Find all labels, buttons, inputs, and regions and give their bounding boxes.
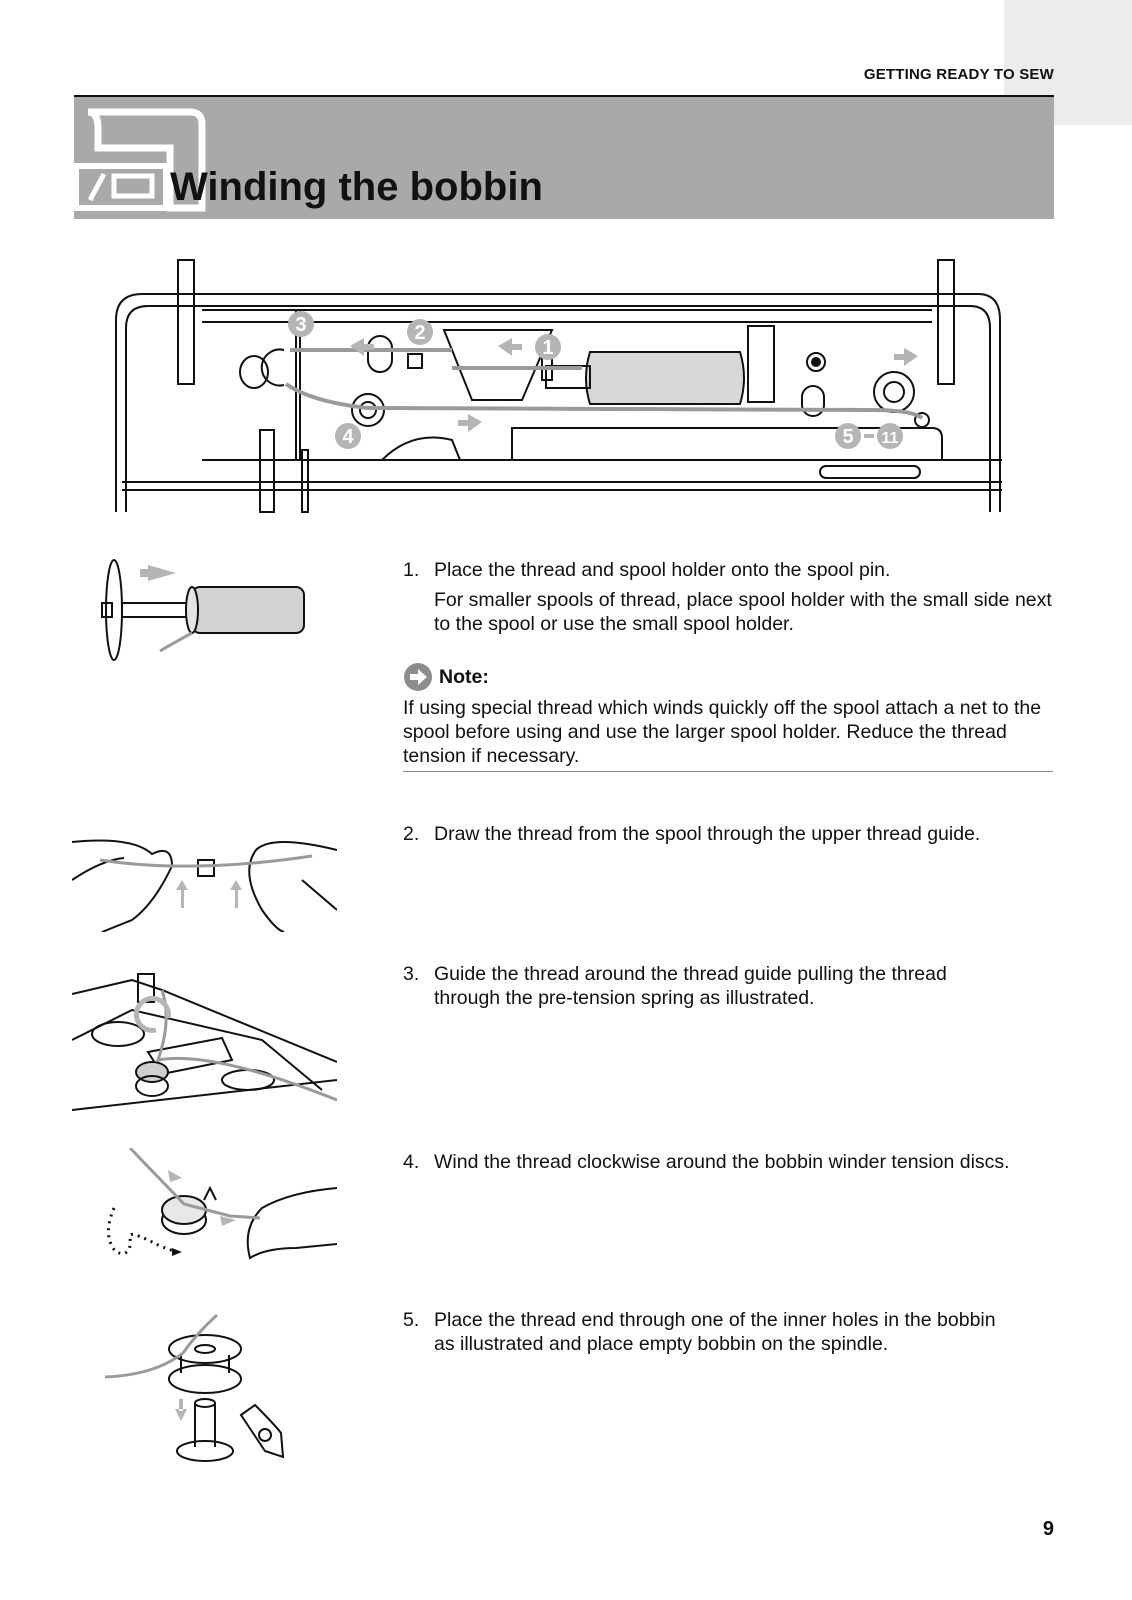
step-text: Guide the thread around the thread guide… bbox=[434, 963, 947, 1009]
step-text: Place the thread and spool holder onto t… bbox=[434, 559, 891, 581]
page-title: Winding the bobbin bbox=[170, 165, 543, 209]
diagram-callout-2: 2 bbox=[414, 322, 425, 344]
title-bar bbox=[74, 97, 1054, 219]
step-number: 1. bbox=[403, 559, 420, 581]
step-number: 3. bbox=[403, 963, 420, 985]
tension-discs-illustration bbox=[107, 1148, 337, 1260]
diagram-callout-3: 3 bbox=[295, 314, 306, 336]
step-3: 3. Guide the thread around the thread gu… bbox=[403, 962, 1013, 1010]
step-5: 5. Place the thread end through one of t… bbox=[403, 1308, 1013, 1356]
step-text: Place the thread end through one of the … bbox=[434, 1309, 996, 1355]
step-text: Wind the thread clockwise around the bob… bbox=[434, 1151, 1010, 1173]
step-4: 4. Wind the thread clockwise around the … bbox=[403, 1150, 1023, 1174]
page-number: 9 bbox=[1042, 1518, 1054, 1540]
machine-top-diagram: 3 2 1 4 5 11 bbox=[115, 259, 1002, 513]
step-number: 2. bbox=[403, 823, 420, 845]
step-2: 2. Draw the thread from the spool throug… bbox=[403, 822, 1053, 846]
step-1: 1. Place the thread and spool holder ont… bbox=[403, 558, 1053, 636]
step-number: 5. bbox=[403, 1309, 420, 1331]
sewing-machine-icon bbox=[74, 108, 206, 212]
bobbin-spindle-illustration bbox=[105, 1313, 285, 1462]
pretension-spring-illustration bbox=[72, 973, 337, 1111]
step-subtext: For smaller spools of thread, place spoo… bbox=[434, 589, 1052, 635]
diagram-callout-5: 5 bbox=[842, 426, 853, 448]
arrow-right-circle-icon bbox=[404, 663, 432, 691]
note-text: If using special thread which winds quic… bbox=[403, 697, 1042, 767]
note-box: Note: If using special thread which wind… bbox=[403, 662, 1053, 768]
spool-pin-illustration bbox=[101, 559, 305, 661]
header-rule bbox=[74, 95, 1054, 97]
step-text: Draw the thread from the spool through t… bbox=[434, 823, 981, 845]
thread-guide-hands-illustration bbox=[72, 839, 337, 932]
section-header: GETTING READY TO SEW bbox=[863, 66, 1054, 83]
diagram-callout-4: 4 bbox=[342, 426, 354, 448]
step-number: 4. bbox=[403, 1151, 420, 1173]
note-label: Note: bbox=[439, 665, 489, 688]
diagram-callout-1: 1 bbox=[542, 337, 553, 359]
diagram-callout-11: 11 bbox=[882, 430, 899, 447]
note-rule bbox=[403, 771, 1053, 772]
